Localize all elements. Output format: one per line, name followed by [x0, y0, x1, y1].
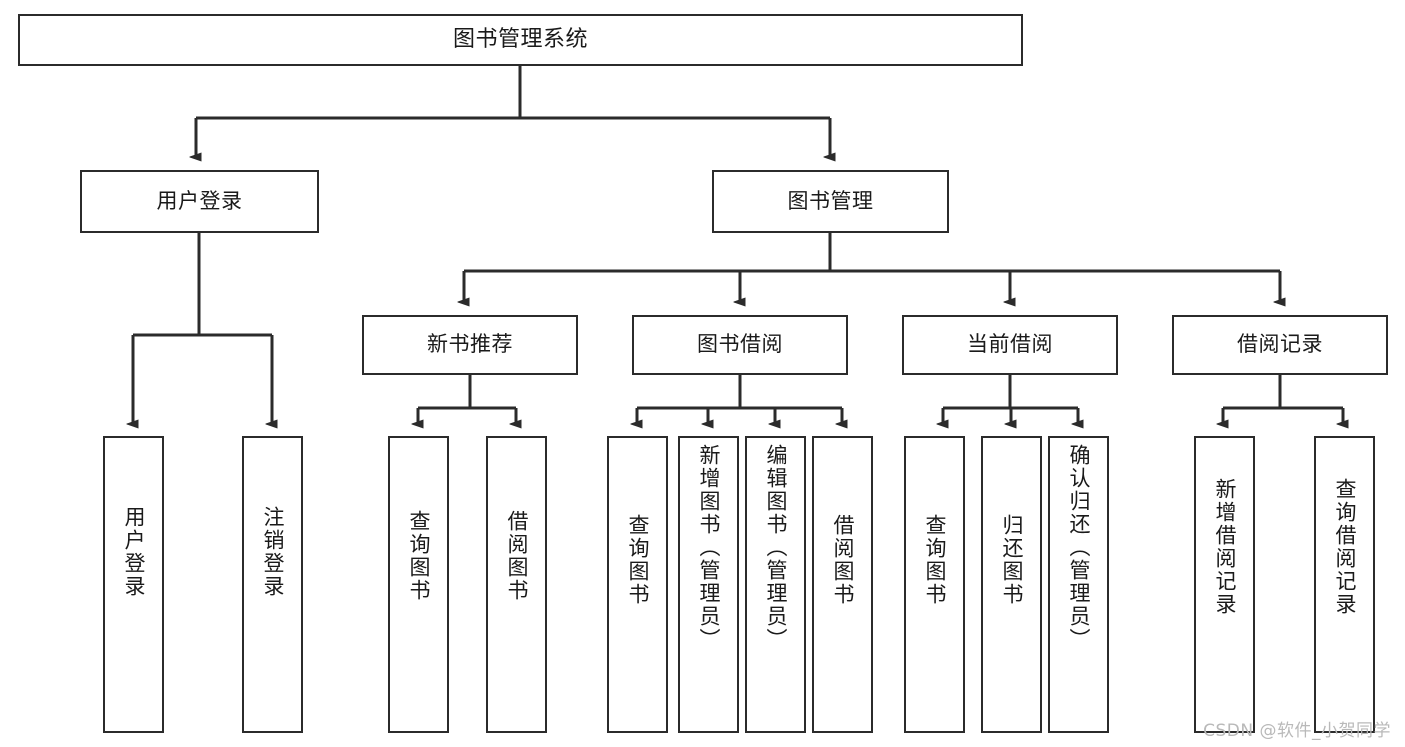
node-label: 新书推荐 — [427, 332, 513, 357]
node-label: 借阅图书 — [831, 514, 855, 606]
node-label: 查询借阅记录 — [1333, 478, 1357, 616]
node-borrow-records[interactable]: 借阅记录 — [1172, 315, 1388, 375]
node-root-system[interactable]: 图书管理系统 — [18, 14, 1023, 66]
leaf-current-confirm-return-admin[interactable]: 确认归还（管理员） — [1048, 436, 1109, 733]
leaf-current-return-book[interactable]: 归还图书 — [981, 436, 1042, 733]
leaf-record-query-record[interactable]: 查询借阅记录 — [1314, 436, 1375, 733]
node-new-book-recommend[interactable]: 新书推荐 — [362, 315, 578, 375]
node-label: 新增借阅记录 — [1213, 478, 1237, 616]
node-label: 图书管理 — [787, 188, 874, 213]
leaf-new-book-query[interactable]: 查询图书 — [388, 436, 449, 733]
node-label: 借阅记录 — [1237, 332, 1323, 357]
node-book-management[interactable]: 图书管理 — [712, 170, 949, 233]
node-book-borrow[interactable]: 图书借阅 — [632, 315, 848, 375]
node-label: 图书管理系统 — [452, 26, 588, 52]
node-label: 查询图书 — [923, 514, 947, 606]
node-label: 新增图书（管理员） — [697, 444, 721, 651]
node-label: 查询图书 — [407, 510, 431, 602]
node-current-borrow[interactable]: 当前借阅 — [902, 315, 1118, 375]
leaf-borrow-borrow-book[interactable]: 借阅图书 — [812, 436, 873, 733]
node-label: 查询图书 — [626, 514, 650, 606]
leaf-user-login-login[interactable]: 用户登录 — [103, 436, 164, 733]
node-label: 用户登录 — [122, 506, 146, 598]
node-label: 借阅图书 — [505, 510, 529, 602]
leaf-new-book-borrow[interactable]: 借阅图书 — [486, 436, 547, 733]
watermark-text: CSDN @软件_小贺同学 — [1203, 721, 1391, 741]
leaf-borrow-edit-book-admin[interactable]: 编辑图书（管理员） — [745, 436, 806, 733]
node-label: 图书借阅 — [697, 332, 783, 357]
leaf-borrow-query-book[interactable]: 查询图书 — [607, 436, 668, 733]
node-label: 注销登录 — [261, 506, 285, 598]
leaf-user-login-logout[interactable]: 注销登录 — [242, 436, 303, 733]
leaf-borrow-add-book-admin[interactable]: 新增图书（管理员） — [678, 436, 739, 733]
node-label: 当前借阅 — [967, 332, 1053, 357]
node-label: 确认归还（管理员） — [1067, 444, 1091, 651]
leaf-record-add-record[interactable]: 新增借阅记录 — [1194, 436, 1255, 733]
node-user-login[interactable]: 用户登录 — [80, 170, 319, 233]
leaf-current-query-book[interactable]: 查询图书 — [904, 436, 965, 733]
node-label: 编辑图书（管理员） — [764, 444, 788, 651]
node-label: 用户登录 — [156, 188, 243, 213]
node-label: 归还图书 — [1000, 514, 1024, 606]
